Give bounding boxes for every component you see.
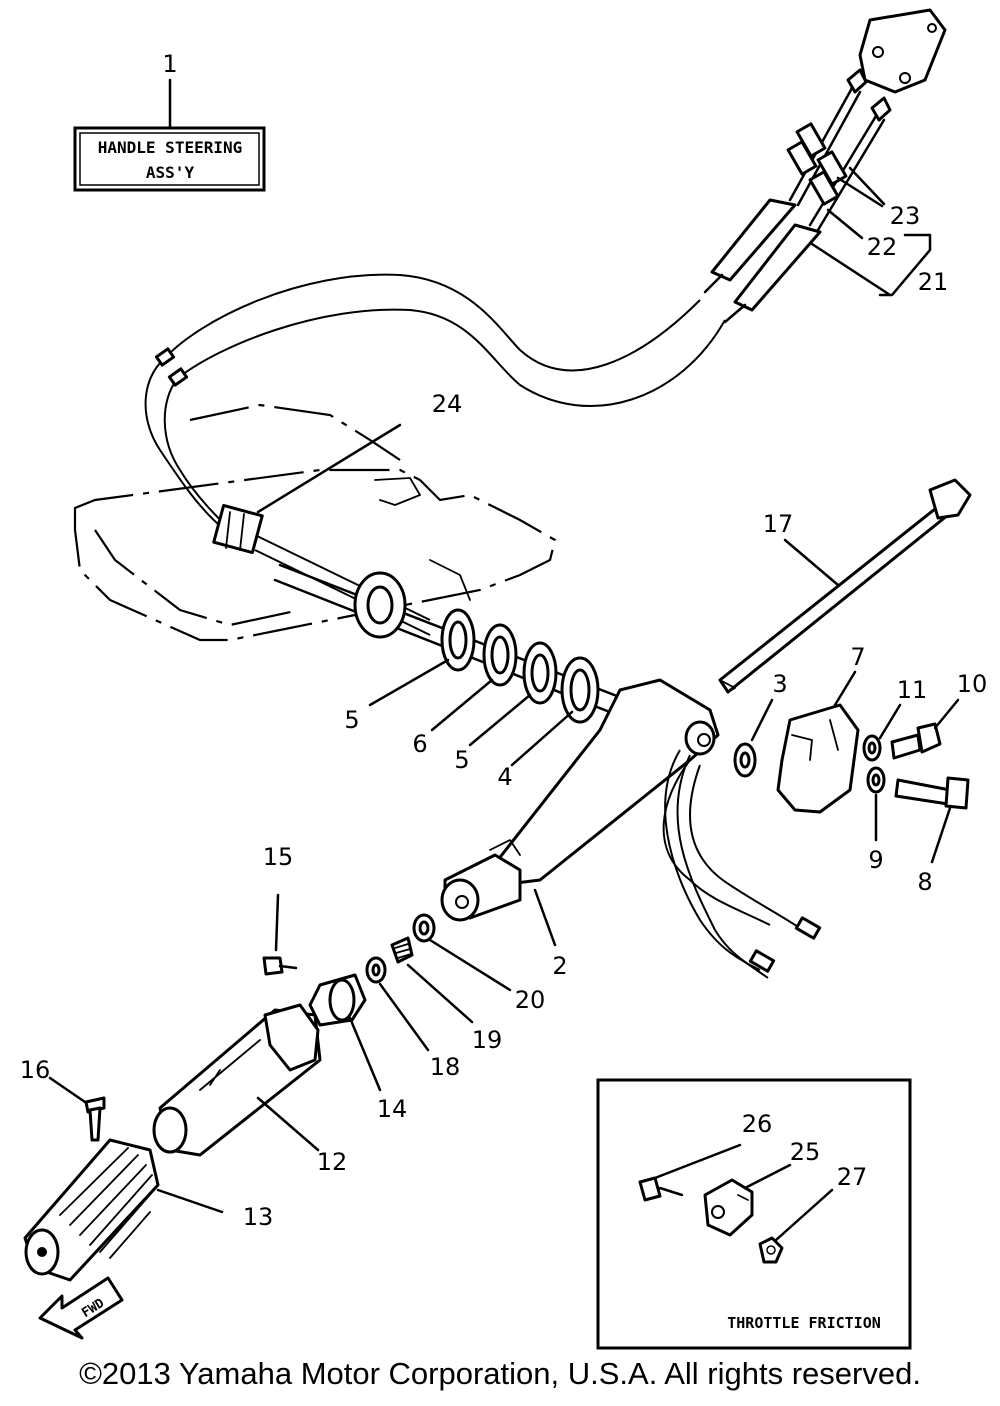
cable-ends-part-21: 23 22 21 <box>703 8 949 324</box>
callout-9: 9 <box>868 846 883 874</box>
callout-17: 17 <box>763 510 794 538</box>
spring-washer-set: 20 19 18 <box>365 913 546 1081</box>
callout-21: 21 <box>918 268 949 296</box>
cable-clamp-part-24: 24 <box>212 390 463 555</box>
callout-19: 19 <box>472 1026 503 1054</box>
callout-7: 7 <box>850 643 865 671</box>
callout-18: 18 <box>430 1053 461 1081</box>
callout-24: 24 <box>432 390 463 418</box>
callout-26: 26 <box>742 1110 773 1138</box>
callout-16: 16 <box>20 1056 51 1084</box>
grip-and-screw: 16 13 <box>20 1056 274 1282</box>
throttle-grip-part-12: 12 <box>152 1003 348 1176</box>
collar-and-screw: 15 14 <box>262 843 408 1123</box>
callout-5-right: 5 <box>454 746 469 774</box>
throttle-friction-inset: 26 25 27 THROTTLE FRICTION <box>596 1078 912 1350</box>
callout-27: 27 <box>837 1163 868 1191</box>
callout-4: 4 <box>497 763 512 791</box>
callout-14: 14 <box>377 1095 408 1123</box>
handle-bracket-part-2: 2 <box>440 678 822 980</box>
callout-6: 6 <box>412 730 427 758</box>
control-cables <box>144 273 726 636</box>
callout-23: 23 <box>890 202 921 230</box>
callout-1: 1 <box>162 50 177 78</box>
shaft-and-washers: 5 6 5 4 <box>273 563 642 791</box>
fwd-arrow-icon: FWD <box>38 1276 124 1340</box>
callout-10: 10 <box>957 670 988 698</box>
assembly-title-line2: ASS'Y <box>146 163 195 182</box>
callout-8: 8 <box>917 868 932 896</box>
callout-3: 3 <box>772 670 787 698</box>
bracket-hardware: 3 7 11 10 9 8 <box>733 643 988 896</box>
callout-12: 12 <box>317 1148 348 1176</box>
callout-25: 25 <box>790 1138 821 1166</box>
callout-13: 13 <box>243 1203 274 1231</box>
engine-cowling-phantom <box>73 403 557 642</box>
assembly-title-line1: HANDLE STEERING <box>98 138 243 157</box>
callout-15: 15 <box>263 843 294 871</box>
inset-caption: THROTTLE FRICTION <box>727 1314 881 1332</box>
callout-11: 11 <box>897 676 928 704</box>
assembly-title-box: HANDLE STEERING ASS'Y 1 <box>73 50 266 192</box>
callout-20: 20 <box>515 986 546 1014</box>
callout-22: 22 <box>867 233 898 261</box>
rod-part-17: 17 <box>718 478 972 694</box>
callout-5-left: 5 <box>344 706 359 734</box>
copyright-notice: ©2013 Yamaha Motor Corporation, U.S.A. A… <box>79 1356 921 1391</box>
callout-2: 2 <box>552 952 567 980</box>
